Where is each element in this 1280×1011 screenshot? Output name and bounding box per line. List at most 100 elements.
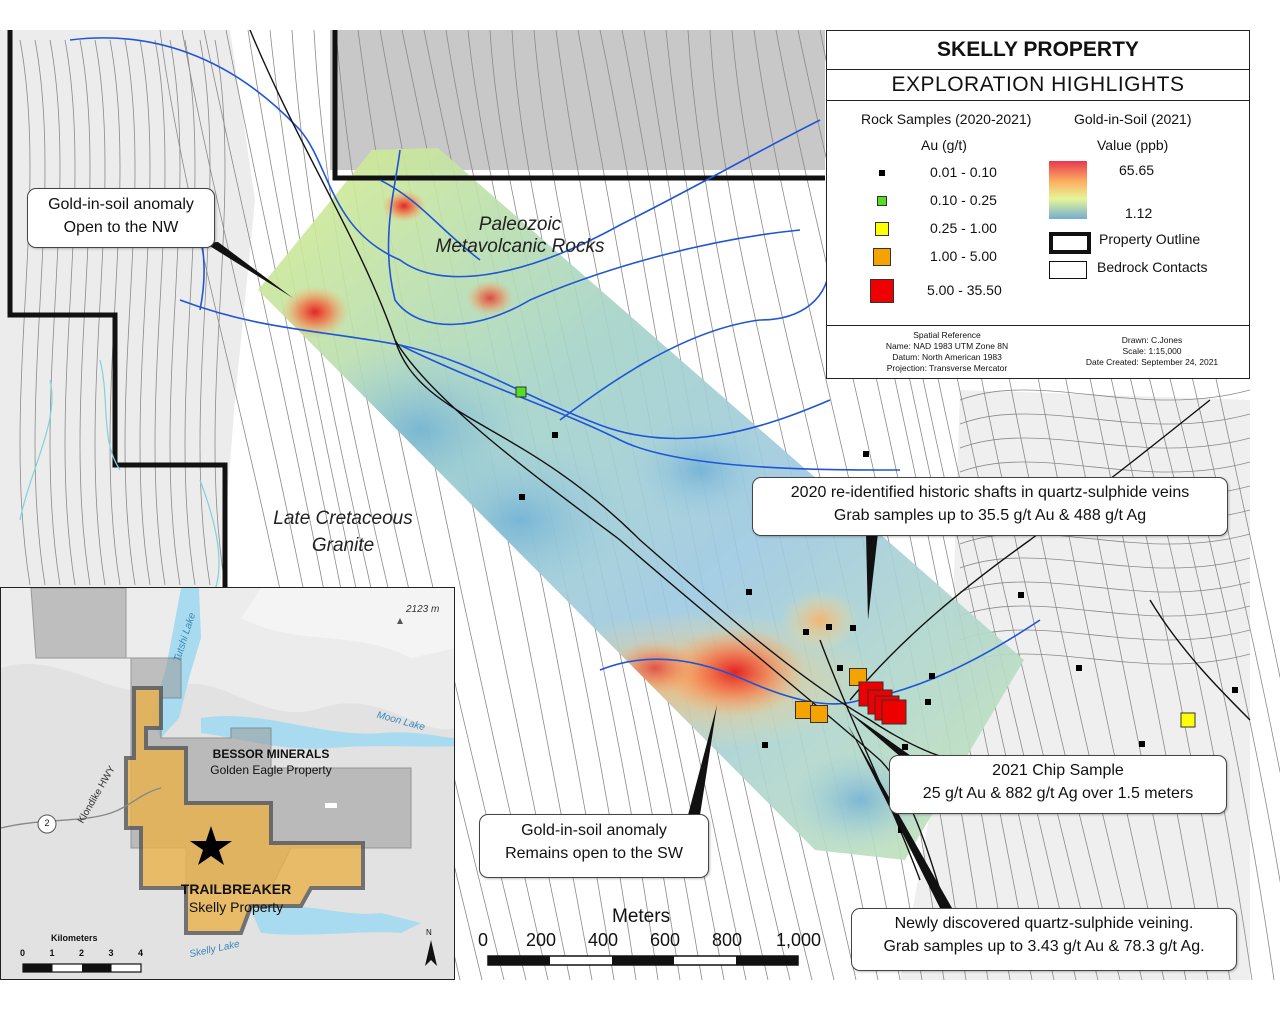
inset-peak-icon — [397, 618, 403, 624]
rock-sample-marker[interactable] — [1018, 592, 1024, 598]
label-paleozoic: Paleozoic Metavolcanic Rocks — [410, 214, 630, 258]
rock-sample-marker[interactable] — [826, 624, 832, 630]
label-granite-line2: Granite — [311, 535, 375, 556]
rock-sample-marker[interactable] — [515, 386, 527, 398]
inset-trailbreaker-line1: TRAILBREAKER — [180, 881, 292, 897]
rock-sample-marker[interactable] — [795, 701, 813, 719]
callout-chip-line2: 25 g/t Au & 882 g/t Ag over 1.5 meters — [922, 785, 1194, 802]
scale-bar-tick-label: 0 — [478, 930, 489, 950]
inset-km-tick-label: 3 — [108, 948, 114, 958]
callout-historic-shafts: 2020 re-identified historic shafts in qu… — [752, 477, 1228, 536]
rock-sample-marker[interactable] — [863, 451, 869, 457]
rock-sample-marker[interactable] — [552, 432, 558, 438]
legend-property-outline-label: Property Outline — [1099, 231, 1201, 247]
rock-sample-marker[interactable] — [803, 629, 809, 635]
inset-skelly-property — [124, 686, 365, 935]
contour-line — [19, 39, 31, 586]
legend-rock-unit: Au (g/t) — [921, 137, 967, 153]
inset-km-title: Kilometers — [51, 933, 98, 943]
contour-line — [199, 39, 211, 586]
rock-sample-marker[interactable] — [925, 699, 931, 705]
legend-rock-label: 0.25 - 1.00 — [930, 220, 997, 236]
callout-nw-line2: Open to the NW — [63, 219, 179, 236]
inset-km-seg-1 — [23, 964, 53, 972]
inset-highway-number: 2 — [44, 818, 50, 828]
rock-sample-marker[interactable] — [1076, 665, 1082, 671]
rock-sample-marker[interactable] — [837, 665, 843, 671]
credits-drawn: Drawn: C.Jones — [1121, 335, 1183, 345]
legend-soil-max: 65.65 — [1119, 162, 1155, 178]
contour-line — [109, 39, 121, 586]
rock-samples[interactable] — [515, 386, 1238, 833]
callout-shafts-line1: 2020 re-identified historic shafts in qu… — [790, 484, 1190, 501]
contour-line — [94, 39, 106, 586]
callout-nw-anomaly: Gold-in-soil anomaly Open to the NW — [27, 188, 215, 248]
inset-bessor-line1: BESSOR MINERALS — [212, 747, 330, 761]
scale-bar-tick-label: 400 — [588, 930, 619, 950]
inset-klondike-hwy — [1, 787, 162, 829]
legend-bedrock-swatch — [1049, 261, 1087, 279]
rock-sample-marker[interactable] — [519, 494, 525, 500]
legend-footer: Spatial Reference Name: NAD 1983 UTM Zon… — [827, 326, 1249, 380]
rock-sample-marker[interactable] — [929, 673, 935, 679]
callout-pointers — [205, 242, 952, 908]
inset-trailbreaker-line2: Skelly Property — [188, 899, 284, 915]
streams — [69, 37, 1041, 705]
legend-rock-label: 0.10 - 0.25 — [930, 192, 997, 208]
rock-sample-marker[interactable] — [810, 705, 828, 723]
legend-soil-ramp — [1049, 161, 1087, 219]
rock-sample-marker[interactable] — [881, 699, 907, 725]
callout-veining-line2: Grab samples up to 3.43 g/t Au & 78.3 g/… — [883, 938, 1205, 955]
legend-panel: SKELLY PROPERTY EXPLORATION HIGHLIGHTS R… — [826, 30, 1250, 379]
callout-sw-anomaly: Gold-in-soil anomaly Remains open to the… — [479, 814, 709, 878]
inset-km-tick-label: 1 — [49, 948, 55, 958]
label-granite: Late Cretaceous Granite — [248, 505, 438, 559]
legend-rock-label: 0.01 - 0.10 — [930, 164, 997, 180]
scale-bar-tick-label: 1,000 — [776, 930, 822, 950]
scale-bar-tick-label: 800 — [712, 930, 743, 950]
rock-sample-marker[interactable] — [902, 744, 908, 750]
rock-sample-marker[interactable] — [1180, 712, 1196, 728]
callout-nw-line1: Gold-in-soil anomaly — [48, 196, 194, 213]
rock-sample-marker[interactable] — [1232, 687, 1238, 693]
label-paleozoic-line2: Metavolcanic Rocks — [435, 236, 605, 257]
terrain-shade-east — [900, 390, 1250, 980]
inset-bessor-label: BESSOR MINERALS Golden Eagle Property — [191, 746, 351, 778]
inset-bessor-line2: Golden Eagle Property — [210, 763, 332, 777]
callout-sw-line1: Gold-in-soil anomaly — [521, 822, 667, 839]
legend-rock-swatch — [873, 248, 891, 266]
callout-chip-line1: 2021 Chip Sample — [992, 762, 1124, 779]
credits-scale: Scale: 1:15,000 — [1122, 346, 1182, 356]
callout-new-veining: Newly discovered quartz-sulphide veining… — [851, 908, 1237, 971]
inset-highway-shield-icon — [37, 814, 57, 834]
inset-relief-light — [241, 588, 454, 658]
spatial-reference-name: Name: NAD 1983 UTM Zone 8N — [885, 341, 1009, 351]
inset-skelly-lake-shape — [251, 906, 421, 935]
contour-line — [214, 39, 226, 586]
callout-sw-line2: Remains open to the SW — [505, 845, 683, 862]
rock-sample-marker[interactable] — [762, 742, 768, 748]
rock-sample-marker[interactable] — [1139, 741, 1145, 747]
rock-sample-marker[interactable] — [746, 589, 752, 595]
rock-sample-marker[interactable] — [849, 668, 867, 686]
legend-rock-swatch — [875, 222, 889, 236]
inset-trailbreaker-label: TRAILBREAKER Skelly Property — [171, 880, 301, 916]
contour-line — [124, 39, 136, 586]
contour-line — [169, 39, 181, 586]
property-outline — [7, 30, 825, 590]
scale-bar-title: Meters — [612, 906, 671, 927]
legend-subtitle: EXPLORATION HIGHLIGHTS — [827, 70, 1249, 101]
label-paleozoic-line1: Paleozoic — [478, 214, 562, 235]
inset-map[interactable]: Tutshi Lake Moon Lake Skelly Lake Klondi… — [0, 587, 455, 980]
spatial-reference-heading: Spatial Reference — [913, 330, 981, 340]
rock-sample-marker[interactable] — [850, 625, 856, 631]
scale-bar — [487, 955, 799, 966]
contour-line — [959, 413, 1251, 425]
contour-line — [959, 437, 1251, 449]
contour-line — [34, 39, 46, 586]
legend-soil-min: 1.12 — [1125, 205, 1153, 221]
inset-km-tick-label: 2 — [79, 948, 85, 958]
contour-line — [139, 39, 151, 586]
spatial-reference-projection: Projection: Transverse Mercator — [886, 363, 1008, 373]
adjacent-claim-grey — [330, 30, 825, 170]
